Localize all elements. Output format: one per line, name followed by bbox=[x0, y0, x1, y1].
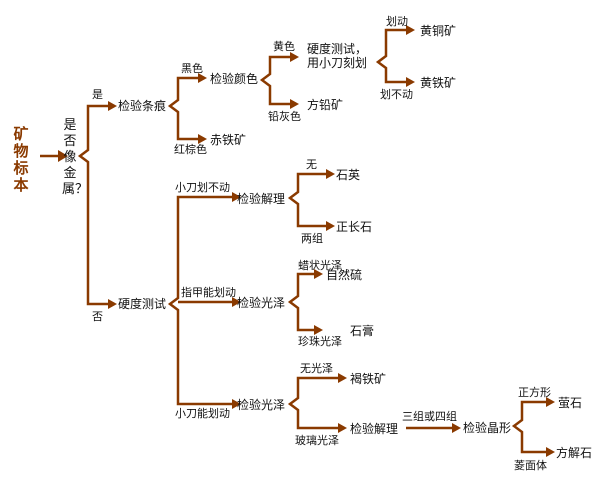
node-orthoclase: 正长石 bbox=[336, 220, 373, 234]
edge-no-luster: 无光泽 bbox=[300, 362, 333, 375]
arrow-waxy-icon bbox=[314, 269, 323, 279]
streak-bracket bbox=[167, 76, 198, 141]
node-calcite: 方解石 bbox=[556, 446, 593, 460]
arrow-none-icon bbox=[326, 169, 335, 179]
edge-yes: 是 bbox=[92, 88, 103, 101]
arrow-fingernail-icon bbox=[232, 297, 241, 307]
edge-waxy: 蜡状光泽 bbox=[298, 259, 342, 272]
edge-reddish-brown: 红棕色 bbox=[174, 143, 207, 156]
arrow-knife-can-icon bbox=[232, 399, 241, 409]
node-quartz: 石英 bbox=[336, 168, 361, 182]
edge-knife-cannot: 小刀划不动 bbox=[175, 181, 230, 194]
question-text: 是否像金属？ bbox=[62, 118, 89, 197]
arrow-scratch-icon bbox=[406, 25, 415, 35]
edge-three-four: 三组或四组 bbox=[402, 410, 457, 423]
node-pyrite: 黄铁矿 bbox=[420, 76, 457, 90]
arrow-black-icon bbox=[198, 73, 207, 83]
node-cleavage2: 检验解理 bbox=[350, 422, 399, 436]
arrow-noscratch-icon bbox=[406, 77, 415, 87]
node-color: 检验颜色 bbox=[210, 72, 259, 86]
node-gypsum: 石膏 bbox=[350, 324, 375, 338]
edge-fingernail: 指甲能划动 bbox=[181, 286, 236, 299]
node-galena: 方铅矿 bbox=[307, 98, 344, 112]
color-bracket bbox=[259, 55, 290, 106]
arrow-gray-icon bbox=[290, 99, 299, 109]
edge-cube: 正方形 bbox=[518, 386, 551, 399]
node-hardness-knife: 硬度测试，用小刀刻划 bbox=[307, 42, 368, 70]
edge-black: 黑色 bbox=[181, 62, 203, 75]
edge-no: 否 bbox=[92, 310, 103, 323]
edge-rhomb: 菱面体 bbox=[514, 459, 547, 472]
node-luster2: 检验光泽 bbox=[237, 398, 286, 412]
arrowheads bbox=[58, 25, 555, 457]
edge-two-groups: 两组 bbox=[301, 232, 323, 245]
question-bracket bbox=[77, 104, 108, 306]
node-luster1: 检验光泽 bbox=[237, 296, 286, 310]
arrow-red-icon bbox=[198, 134, 207, 144]
luster1-bracket bbox=[287, 272, 314, 332]
luster2-bracket bbox=[287, 376, 338, 430]
arrow-glassy-icon bbox=[338, 423, 347, 433]
arrow-rhomb-icon bbox=[546, 447, 555, 457]
hardness-bracket bbox=[167, 195, 232, 406]
node-hematite: 赤铁矿 bbox=[210, 133, 247, 147]
scratch-bracket bbox=[375, 28, 406, 84]
arrow-two-icon bbox=[326, 221, 335, 231]
edge-scratch: 划动 bbox=[386, 15, 408, 28]
arrow-pearly-icon bbox=[314, 325, 323, 335]
cleavage1-bracket bbox=[287, 172, 326, 228]
arrow-cube-icon bbox=[546, 397, 555, 407]
node-crystal: 检验晶形 bbox=[463, 421, 512, 435]
crystal-bracket bbox=[511, 400, 546, 454]
arrow-noluster-icon bbox=[338, 373, 347, 383]
edge-no-scratch: 划不动 bbox=[380, 88, 413, 101]
node-fluorite: 萤石 bbox=[558, 396, 583, 410]
arrow-no-icon bbox=[108, 299, 117, 309]
edge-pearly: 珍珠光泽 bbox=[298, 335, 342, 348]
edge-glassy: 玻璃光泽 bbox=[295, 434, 339, 447]
root-title: 矿物标本 bbox=[13, 125, 29, 194]
arrow-yellow-icon bbox=[290, 52, 299, 62]
arrow-root-icon bbox=[58, 150, 68, 162]
edge-none: 无 bbox=[306, 158, 317, 171]
node-sulfur: 自然硫 bbox=[326, 268, 363, 282]
node-cleavage1: 检验解理 bbox=[237, 192, 286, 206]
node-limonite: 褐铁矿 bbox=[350, 372, 387, 386]
edge-knife-can: 小刀能划动 bbox=[175, 407, 230, 420]
node-chalcopyrite: 黄铜矿 bbox=[420, 24, 457, 38]
arrow-threefour-icon bbox=[452, 423, 461, 433]
arrow-knife-cannot-icon bbox=[232, 192, 241, 202]
arrow-yes-icon bbox=[108, 101, 117, 111]
edge-yellow: 黄色 bbox=[273, 40, 295, 53]
node-hardness: 硬度测试 bbox=[118, 297, 167, 311]
edge-lead-gray: 铅灰色 bbox=[268, 110, 301, 123]
node-streak: 检验条痕 bbox=[118, 99, 167, 113]
